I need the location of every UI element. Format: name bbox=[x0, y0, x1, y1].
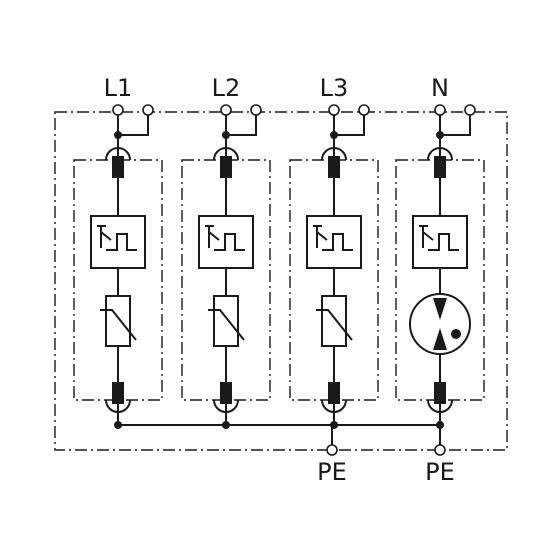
label-N: N bbox=[431, 74, 449, 102]
device-enclosure bbox=[54, 111, 508, 451]
fuse-bottom-L2 bbox=[220, 382, 232, 404]
module-L2 bbox=[181, 104, 271, 429]
fuse-top-N bbox=[434, 156, 446, 178]
module-L1 bbox=[73, 104, 163, 429]
terminal-pair-L2 bbox=[220, 104, 262, 139]
label-PE-2: PE bbox=[425, 458, 455, 486]
pe-terminal-1 bbox=[326, 444, 338, 456]
label-L1: L1 bbox=[104, 74, 133, 102]
varistor-L2 bbox=[208, 295, 245, 347]
fuse-bottom-N bbox=[434, 382, 446, 404]
spark-gap-N bbox=[409, 293, 471, 355]
fuse-top-L2 bbox=[220, 156, 232, 178]
label-L2: L2 bbox=[212, 74, 241, 102]
varistor-L1 bbox=[100, 295, 137, 347]
terminal-pair-N bbox=[434, 104, 476, 139]
fuse-bottom-L1 bbox=[112, 382, 124, 404]
disconnector-box-L2 bbox=[198, 215, 254, 269]
pe-bus bbox=[118, 421, 444, 450]
fuse-top-L3 bbox=[328, 156, 340, 178]
disconnector-box-N bbox=[412, 215, 468, 269]
label-PE-1: PE bbox=[317, 458, 347, 486]
disconnector-box-L1 bbox=[90, 215, 146, 269]
terminal-pair-L3 bbox=[328, 104, 370, 139]
terminal-pair-L1 bbox=[112, 104, 154, 139]
fuse-bottom-L3 bbox=[328, 382, 340, 404]
fuse-top-L1 bbox=[112, 156, 124, 178]
module-N bbox=[395, 104, 485, 450]
disconnector-box-L3 bbox=[306, 215, 362, 269]
module-L3 bbox=[289, 104, 379, 429]
label-L3: L3 bbox=[320, 74, 349, 102]
varistor-L3 bbox=[316, 295, 353, 347]
pe-terminal-2 bbox=[434, 444, 446, 456]
